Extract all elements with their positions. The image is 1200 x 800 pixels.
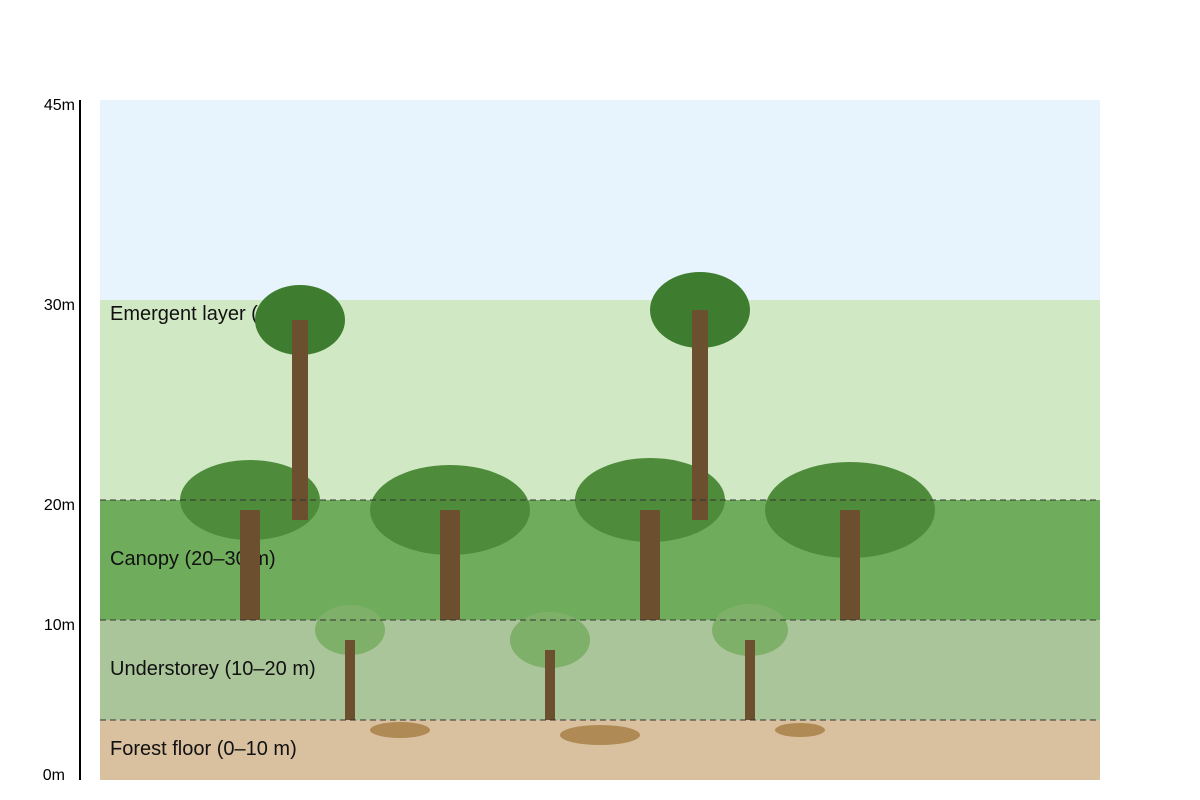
canopy-tree-trunk (240, 510, 260, 620)
canopy-tree-trunk (840, 510, 860, 620)
understorey-tree-crown (510, 612, 590, 668)
understorey-tree-trunk (345, 640, 355, 720)
axis-tick-label-0m: 0m (43, 767, 65, 784)
understorey-tree-trunk (545, 650, 555, 720)
axis-tick-label-20m: 20m (44, 497, 75, 514)
canopy-tree-trunk (640, 510, 660, 620)
sky-band (100, 100, 1100, 300)
canopy-tree-trunk (440, 510, 460, 620)
axis-tick-label-10m: 10m (44, 617, 75, 634)
understorey-band (100, 620, 1100, 720)
understorey-layer-label: Understorey (10–20 m) (110, 658, 316, 680)
forest-floor-layer-label: Forest floor (0–10 m) (110, 738, 297, 760)
understorey-tree-trunk (745, 640, 755, 720)
leaf-litter-patch (560, 725, 640, 745)
canopy-layer-label: Canopy (20–30 m) (110, 548, 276, 570)
leaf-litter-patch (775, 723, 825, 737)
emergent-tree-trunk (292, 320, 308, 520)
axis-tick-label-45m: 45m (44, 97, 75, 114)
understorey-tree-crown (712, 604, 788, 656)
understorey-tree-crown (315, 605, 385, 655)
emergent-tree-trunk (692, 310, 708, 520)
leaf-litter-patch (370, 722, 430, 738)
axis-tick-label-30m: 30m (44, 297, 75, 314)
